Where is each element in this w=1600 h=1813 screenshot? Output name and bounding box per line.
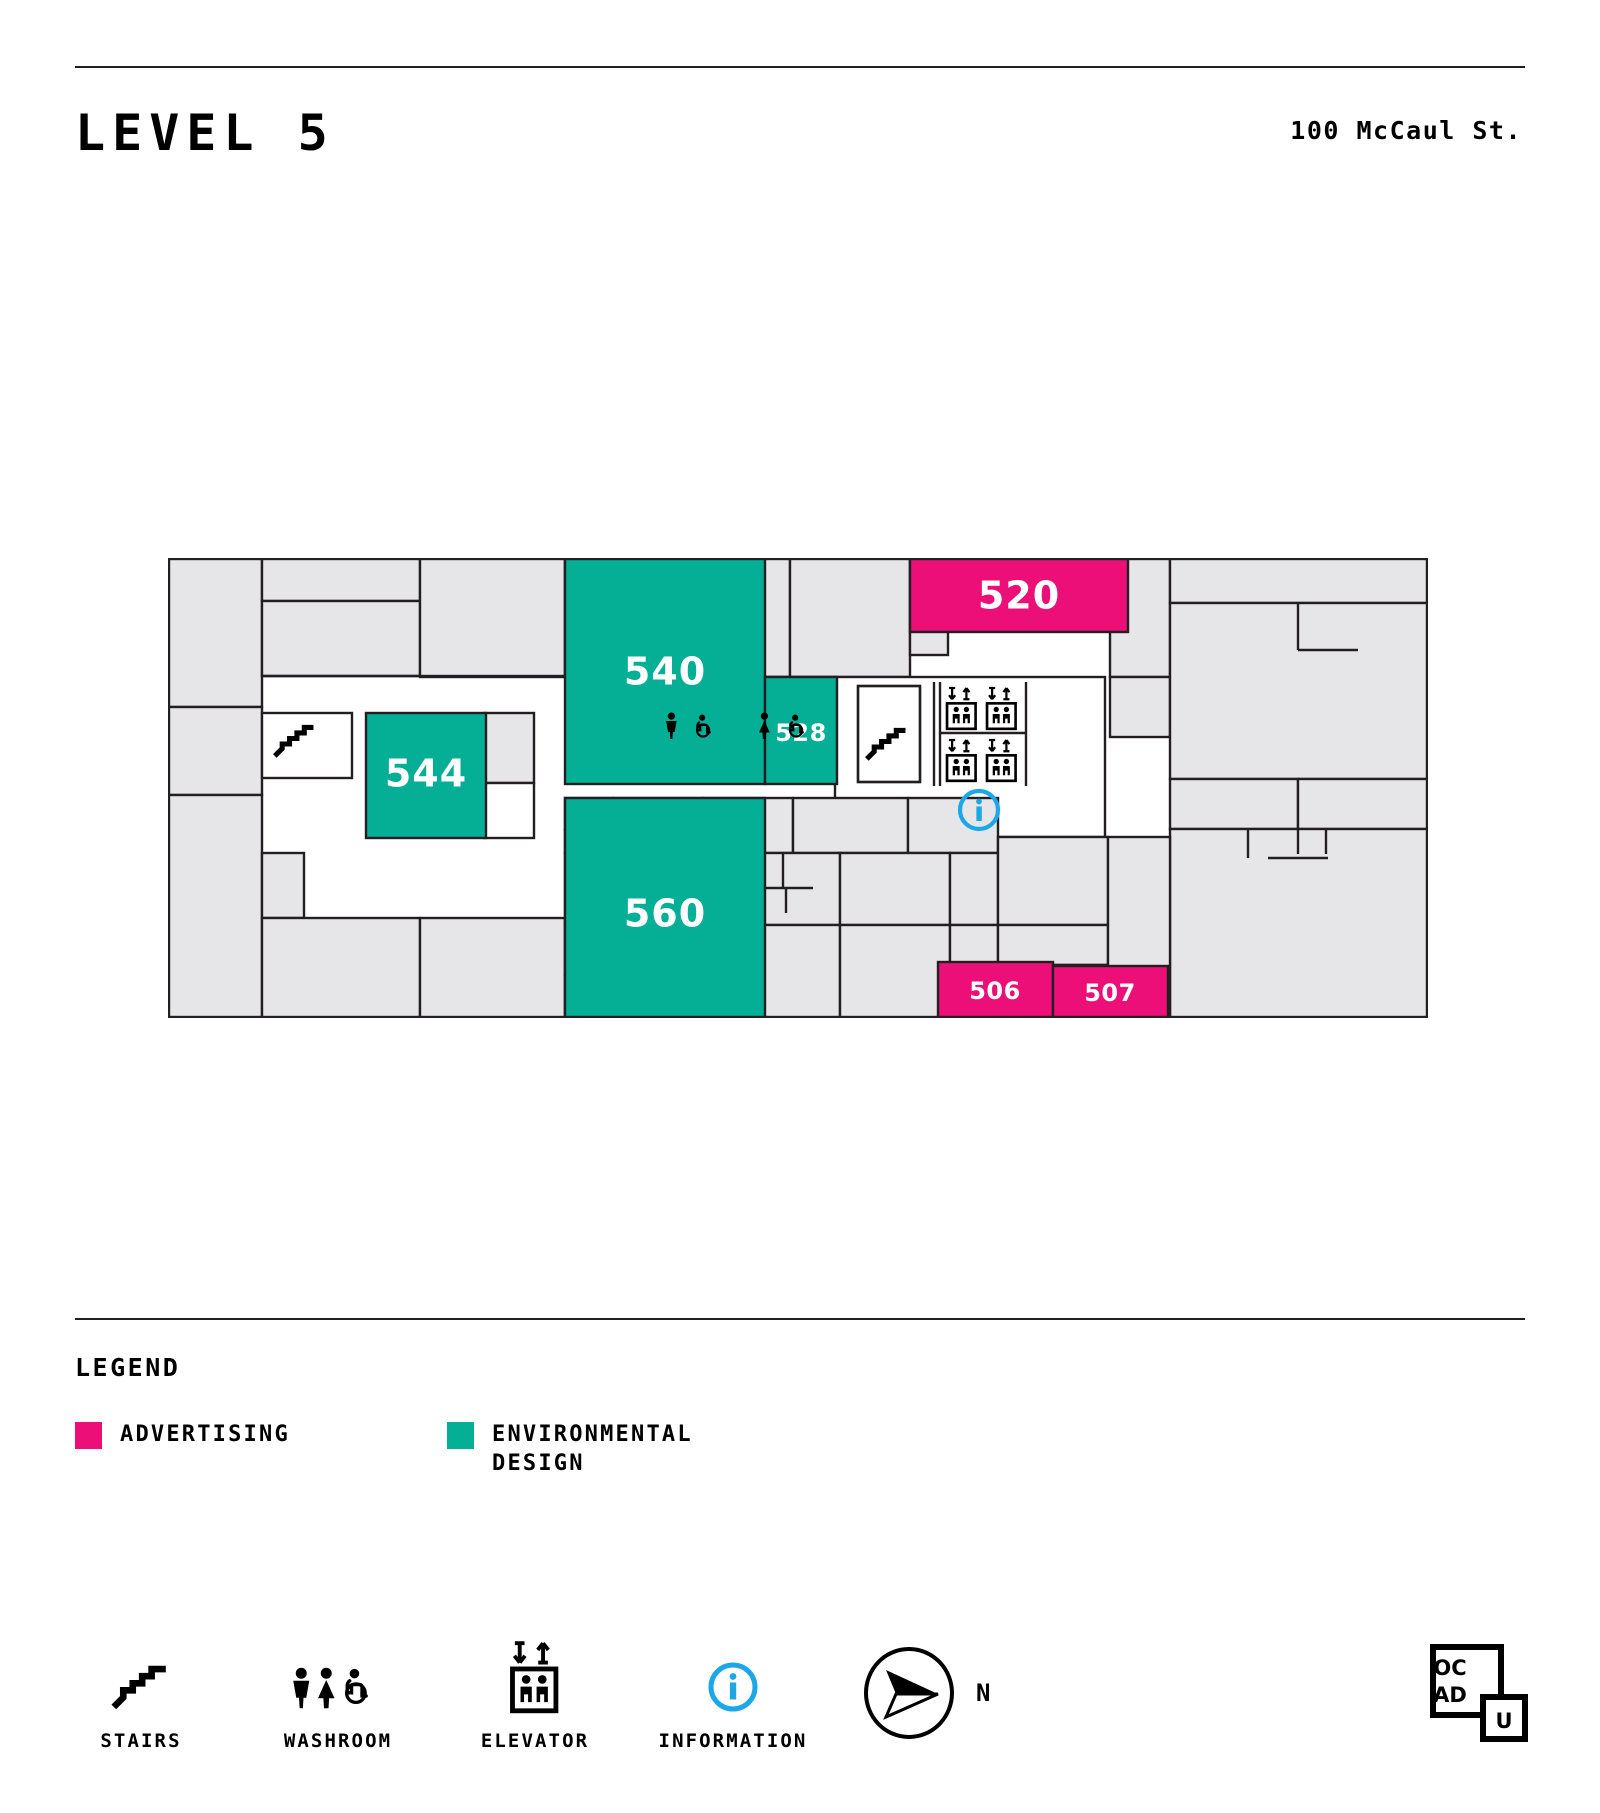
room-507[interactable]: 507 (1051, 964, 1170, 1018)
room-540[interactable]: 540 (563, 558, 767, 786)
room-520[interactable]: 520 (908, 558, 1130, 634)
room-506[interactable]: 506 (936, 960, 1055, 1018)
building-address: 100 McCaul St. (1290, 116, 1522, 145)
room-label-520: 520 (978, 574, 1060, 618)
compass-north-label: N (976, 1679, 991, 1707)
compass-rose: N (860, 1644, 990, 1742)
legend-list: ADVERTISING ENVIRONMENTAL DESIGN (75, 1420, 693, 1478)
legend-label-environmental-design: ENVIRONMENTAL DESIGN (492, 1422, 693, 1477)
information-icon-map[interactable] (957, 788, 1001, 832)
stairs-caption: STAIRS (100, 1730, 182, 1752)
icon-legend-row: STAIRS (75, 1638, 1525, 1778)
logo-line-3: U (1495, 1709, 1512, 1733)
room-label-507: 507 (1084, 979, 1136, 1007)
room-544[interactable]: 544 (364, 711, 488, 840)
plan-room-shapes (168, 558, 1428, 1018)
elevator-icon-bank (932, 682, 1028, 786)
compass-icon (864, 1647, 954, 1739)
elevator-icon (506, 1638, 564, 1714)
room-label-544: 544 (385, 752, 467, 796)
room-label-560: 560 (624, 892, 706, 936)
elevator-caption: ELEVATOR (480, 1730, 590, 1752)
room-label-506: 506 (969, 977, 1021, 1005)
legend-item-advertising: ADVERTISING (75, 1420, 447, 1478)
page-title: LEVEL 5 (75, 104, 335, 162)
legend-item-environmental-design: ENVIRONMENTAL DESIGN (447, 1420, 693, 1478)
room-560[interactable]: 560 (563, 796, 767, 1018)
legend-label-advertising: ADVERTISING (120, 1422, 290, 1447)
legend-swatch-advertising (75, 1422, 102, 1449)
washroom-icon (288, 1638, 388, 1714)
icon-legend-stairs: STAIRS (75, 1638, 207, 1752)
header-divider (75, 66, 1525, 68)
legend-heading: LEGEND (75, 1353, 181, 1382)
legend-swatch-environmental-design (447, 1422, 474, 1449)
icon-legend-elevator: ELEVATOR (460, 1638, 610, 1752)
logo-line-1: OC (1433, 1656, 1466, 1680)
icon-legend-washroom: WASHROOM (260, 1638, 416, 1752)
washroom-caption: WASHROOM (283, 1730, 393, 1752)
icon-legend-information: INFORMATION (643, 1638, 823, 1752)
floor-plan-map[interactable]: 540 528 560 544 520 (168, 558, 1428, 1018)
room-label-540: 540 (624, 650, 706, 694)
information-caption: INFORMATION (658, 1730, 808, 1752)
legend-divider (75, 1318, 1525, 1320)
information-icon (706, 1638, 760, 1714)
stairs-icon-east (856, 684, 922, 784)
logo-line-2: AD (1433, 1683, 1467, 1707)
ocad-u-logo: OC AD U (1430, 1644, 1528, 1754)
stairs-icon (108, 1638, 174, 1714)
